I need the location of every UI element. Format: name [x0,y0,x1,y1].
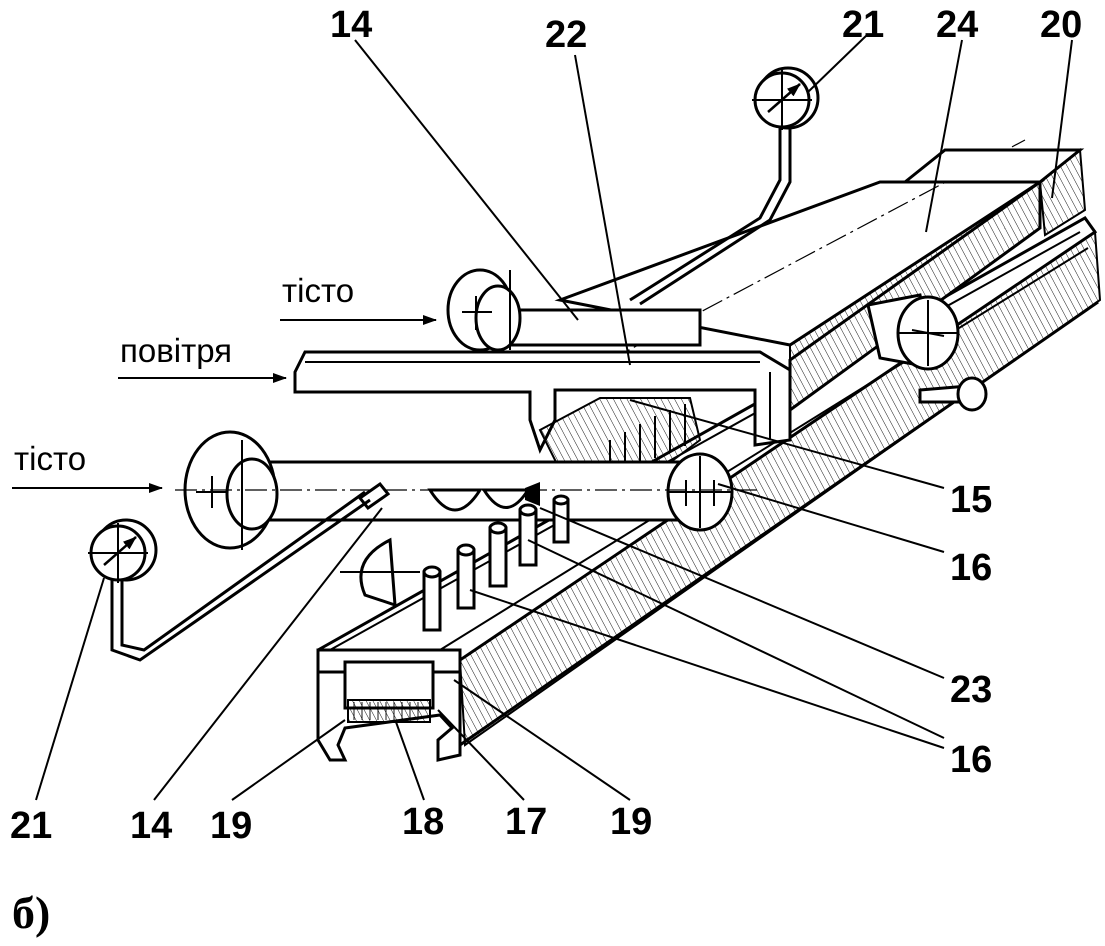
callout-23: 23 [950,669,992,711]
dough-pipe-14-left [175,430,760,550]
flow-label-dough-left: тісто [14,440,86,477]
end-block-face [1038,148,1087,237]
pressure-gauge-21-bottom [88,490,371,662]
callout-19-right: 19 [610,801,652,843]
right-wheel-top [866,293,988,412]
pressure-gauge-21-top [629,66,820,306]
callout-16-lower: 16 [950,739,992,781]
callout-18: 18 [402,801,444,843]
callout-15: 15 [950,479,992,521]
left-dome [340,537,420,608]
grate-18 [347,699,431,723]
callout-21-top: 21 [842,4,884,46]
subfigure-label: б) [12,887,50,938]
callout-19-left: 19 [210,805,252,847]
callout-22: 22 [545,14,587,56]
pins-16 [422,494,570,632]
leader-lines [35,33,1073,801]
callout-14-top: 14 [330,4,372,46]
flow-label-air: повітря [120,332,232,369]
dough-pipe-14-top [446,268,702,352]
flow-arrows [12,315,437,493]
plates-15 [538,397,702,480]
end-block-20 [900,148,1087,237]
callout-21-bottom: 21 [10,805,52,847]
callout-16-upper: 16 [950,547,992,589]
callout-17: 17 [505,801,547,843]
air-duct-22 [293,350,792,454]
callout-24: 24 [936,4,978,46]
callout-14-bottom: 14 [130,805,172,847]
flow-label-dough-top: тісто [282,272,354,309]
callout-20: 20 [1040,4,1082,46]
